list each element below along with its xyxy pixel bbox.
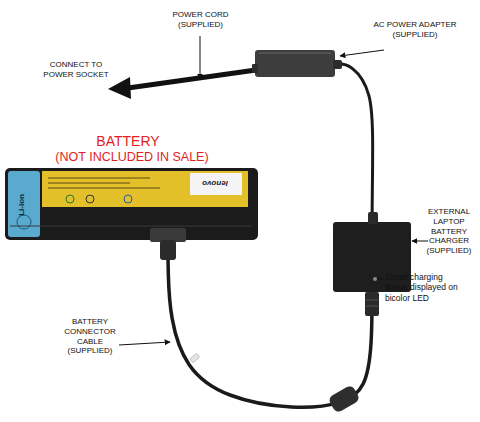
leader-line (412, 241, 428, 242)
battery-label (42, 171, 248, 207)
brand-mark: lenovo (195, 178, 235, 188)
recycle-mark (17, 215, 31, 229)
cert-mark (124, 195, 132, 203)
bicolor-led (373, 277, 377, 281)
power-adapter: AC POWER ADAPTER (SUPPLIED) (255, 50, 335, 77)
strain-relief (368, 212, 378, 224)
plug-ridge (366, 306, 378, 307)
cell-type: Li-ion (17, 185, 27, 225)
callout-note: Smart charging status displayed on bicol… (385, 272, 463, 303)
battery-ridge (10, 226, 252, 227)
cert-mark (66, 195, 74, 203)
ferrite-bead (327, 384, 360, 414)
component-label: EXTERNAL LAPTOP BATTERY CHARGER (SUPPLIE… (421, 207, 477, 256)
callout-label: CONNECT TO POWER SOCKET (40, 60, 112, 80)
battery-plug (150, 228, 186, 242)
adapter-highlight (259, 53, 331, 54)
leader-line (200, 36, 201, 79)
plug-boot (160, 240, 176, 260)
cord-socket (252, 64, 258, 73)
leader-line (119, 342, 170, 345)
laptop-battery: BATTERY(NOT INCLUDED IN SALE)Li-ionlenov… (5, 168, 258, 240)
leader-line (377, 279, 383, 280)
cert-mark (86, 195, 94, 203)
battery-sticker (190, 173, 242, 195)
socket-arrowhead (108, 77, 131, 99)
component-label: AC POWER ADAPTER (SUPPLIED) (370, 20, 460, 40)
strain-relief (333, 60, 342, 69)
power-cord (128, 70, 256, 88)
output-plug (365, 292, 379, 316)
callout-label: POWER CORD (SUPPLIED) (168, 10, 233, 30)
battery-charger: EXTERNAL LAPTOP BATTERY CHARGER (SUPPLIE… (333, 222, 411, 292)
label-print (48, 178, 150, 179)
battery-note: (NOT INCLUDED IN SALE) (42, 150, 222, 165)
leader-line (340, 50, 384, 56)
battery-panel (8, 171, 40, 237)
label-print (48, 183, 130, 184)
label-print (48, 188, 160, 189)
plug-ridge (366, 300, 378, 301)
callout-label: BATTERY CONNECTOR CABLE (SUPPLIED) (59, 317, 121, 356)
cable (335, 64, 373, 223)
battery-heading: BATTERY (73, 133, 183, 150)
cable-tie (190, 353, 200, 363)
